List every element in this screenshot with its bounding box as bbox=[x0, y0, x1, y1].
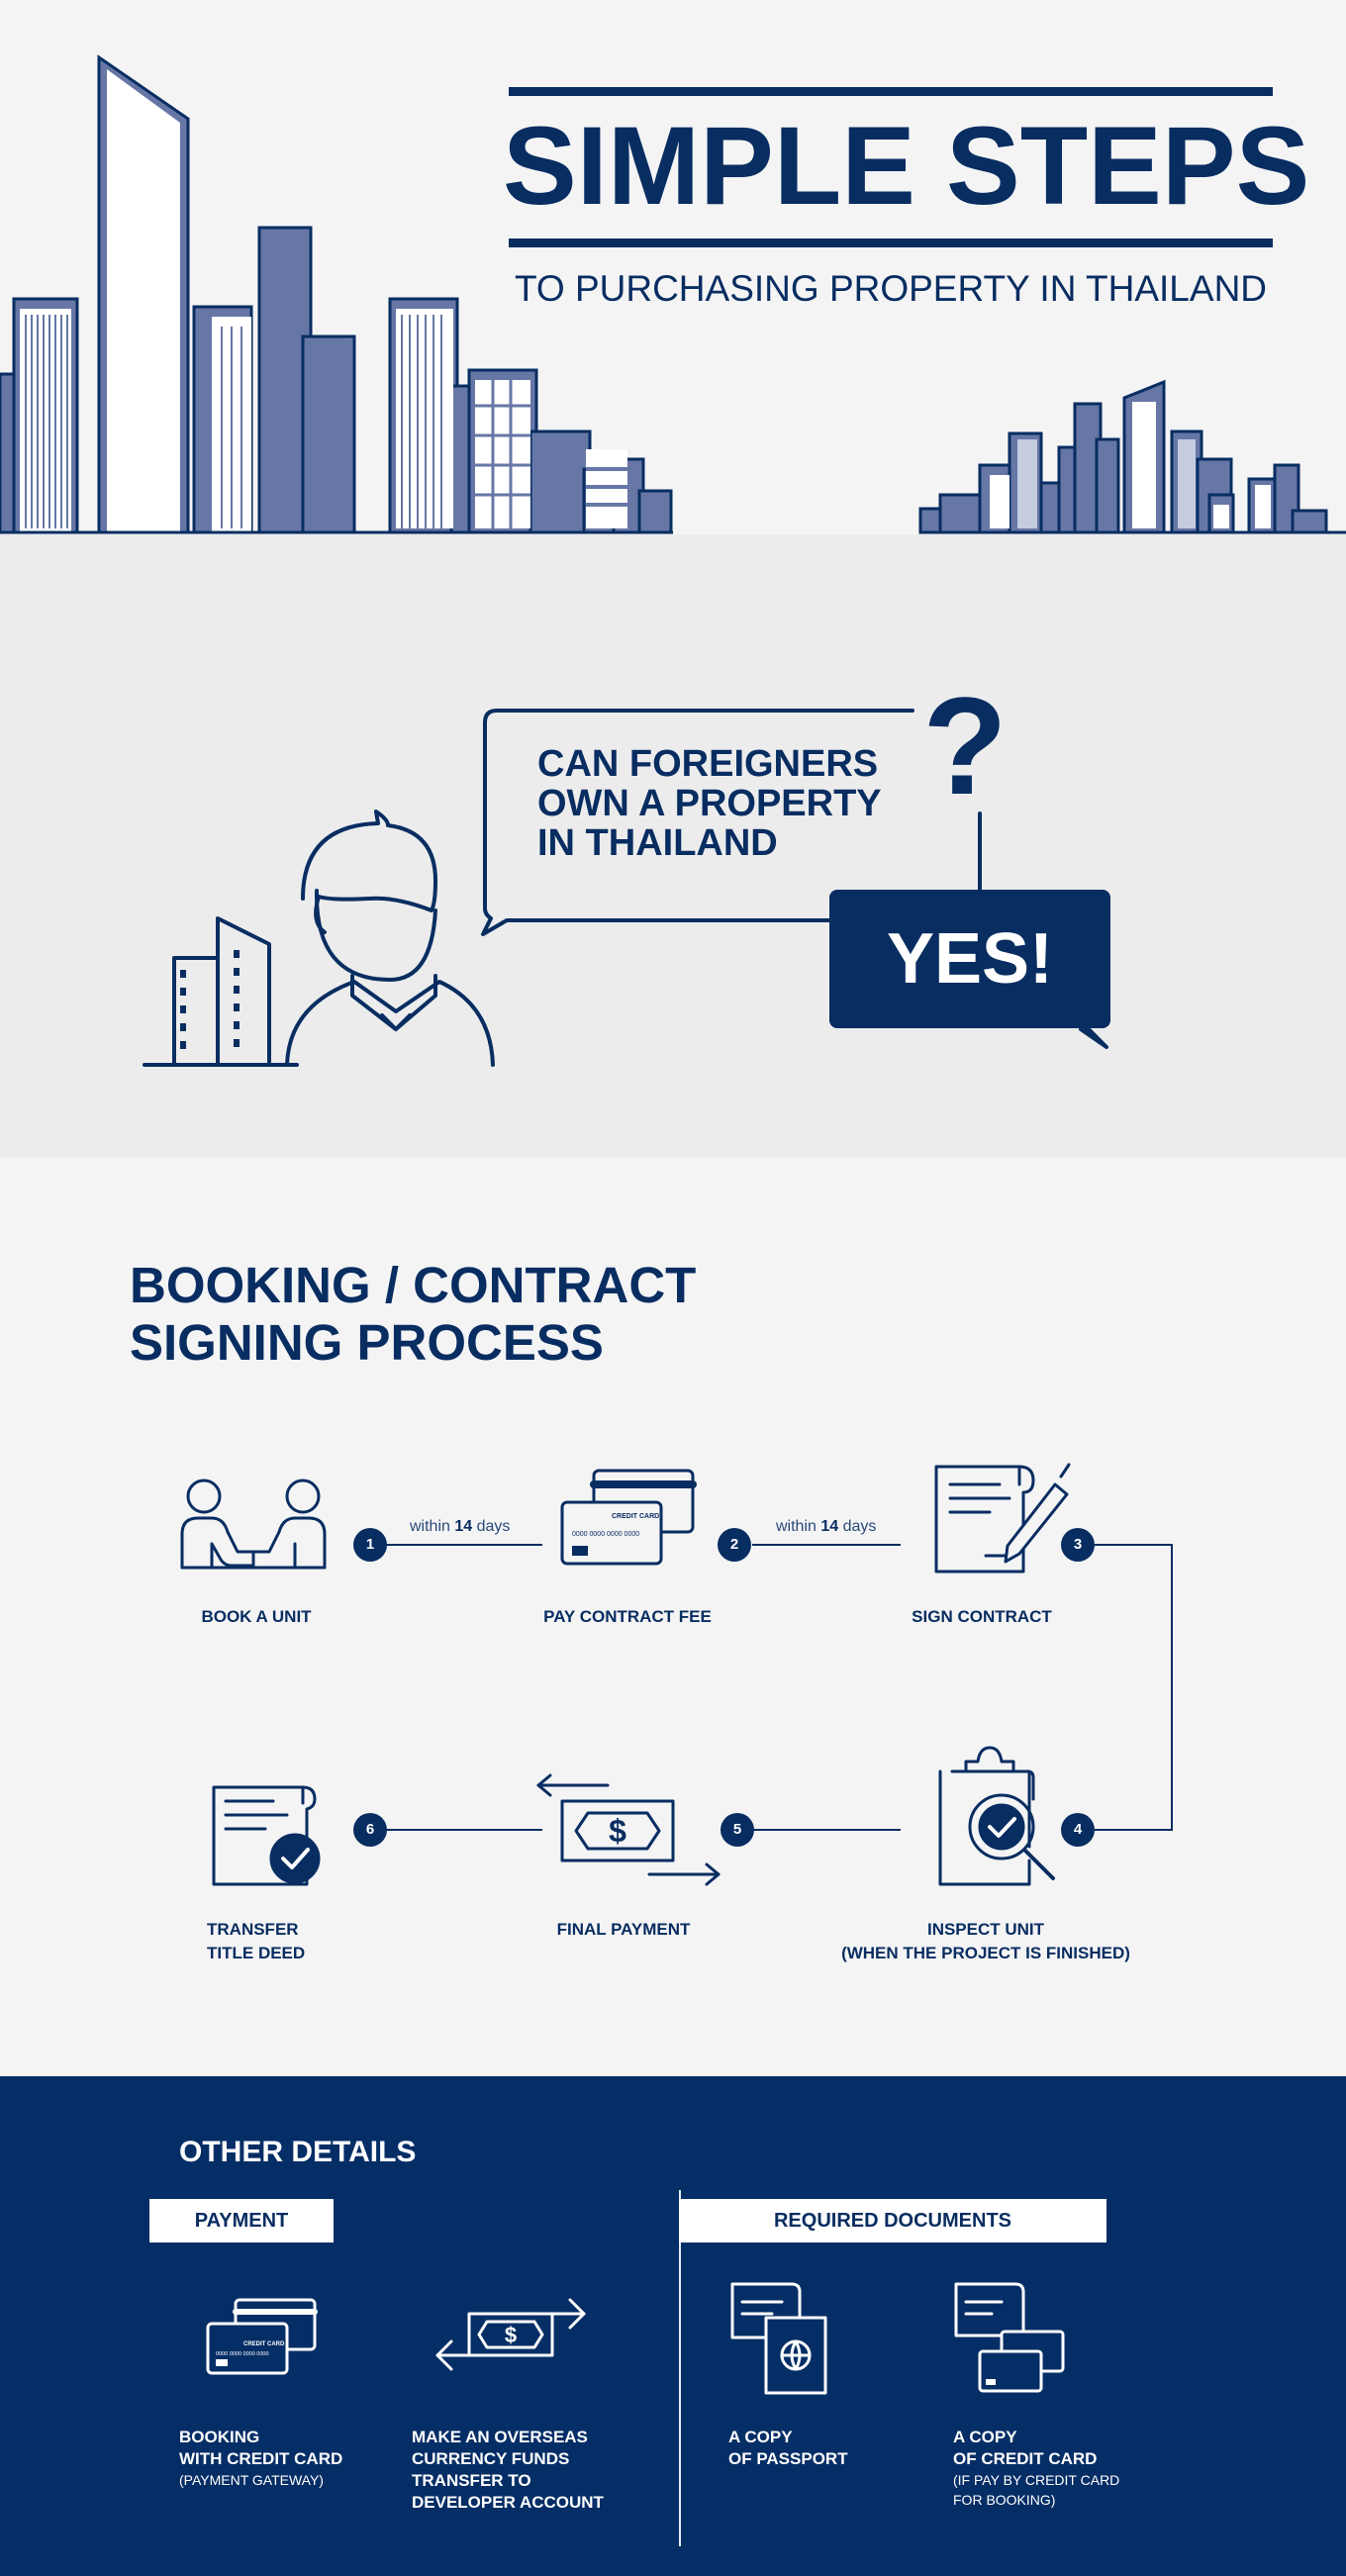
card-title: CREDIT CARD bbox=[612, 1513, 659, 1520]
credit-card-icon bbox=[560, 1469, 697, 1566]
question-illustration: ? bbox=[143, 668, 1108, 1067]
currency-symbol: $ bbox=[609, 1813, 626, 1849]
step-label: PAY CONTRACT FEE bbox=[543, 1607, 712, 1626]
step-label: INSPECT UNIT (WHEN THE PROJECT IS FINISH… bbox=[841, 1920, 1130, 1962]
interval-label: within 14 days bbox=[776, 1518, 877, 1535]
step-number: 2 bbox=[718, 1528, 751, 1562]
title-deed-check-icon bbox=[212, 1785, 321, 1886]
step-number: 6 bbox=[353, 1813, 387, 1847]
step-label: FINAL PAYMENT bbox=[556, 1920, 691, 1939]
step-number: 4 bbox=[1061, 1813, 1095, 1847]
question-line: IN THAILAND bbox=[537, 822, 778, 864]
step-label: TRANSFER TITLE DEED bbox=[207, 1920, 306, 1962]
currency-symbol: $ bbox=[505, 2323, 517, 2347]
question-mark-icon: ? bbox=[922, 668, 1008, 823]
card-number: 0000 0000 0000 0000 bbox=[216, 2351, 269, 2357]
money-transfer-icon bbox=[536, 1773, 721, 1886]
clipboard-inspect-icon bbox=[938, 1746, 1055, 1886]
required-documents-tab: REQUIRED DOCUMENTS bbox=[679, 2199, 1106, 2242]
process-title-line: BOOKING / CONTRACT bbox=[130, 1257, 697, 1313]
payment-item-label: MAKE AN OVERSEAS CURRENCY FUNDS TRANSFER… bbox=[412, 2428, 604, 2512]
process-flow-illustration: CREDIT CARD 0000 0000 0000 0000 $ bbox=[180, 1463, 1173, 1886]
interval-label: within 14 days bbox=[410, 1518, 511, 1535]
section-divider bbox=[679, 2190, 681, 2546]
title-rule-top bbox=[509, 87, 1273, 96]
city-skyline-illustration bbox=[0, 54, 1346, 534]
step-number: 1 bbox=[353, 1528, 387, 1562]
page-subtitle: TO PURCHASING PROPERTY IN THAILAND bbox=[514, 268, 1268, 309]
other-details-section: OTHER DETAILS PAYMENT REQUIRED DOCUMENTS bbox=[0, 2076, 1346, 2576]
money-transfer-icon bbox=[435, 2298, 586, 2371]
step-label: SIGN CONTRACT bbox=[912, 1607, 1052, 1626]
process-title-line: SIGNING PROCESS bbox=[130, 1314, 604, 1371]
question-line: CAN FOREIGNERS bbox=[537, 743, 879, 785]
details-title: OTHER DETAILS bbox=[179, 2136, 417, 2168]
handshake-meeting-icon bbox=[180, 1479, 327, 1570]
question-text: CAN FOREIGNERS OWN A PROPERTY IN THAILAN… bbox=[537, 744, 953, 863]
card-title: CREDIT CARD bbox=[243, 2341, 285, 2347]
speech-bubble-icon bbox=[481, 709, 914, 936]
passport-icon bbox=[730, 2282, 827, 2395]
page-title: SIMPLE STEPS bbox=[503, 104, 1310, 228]
title-rule-bottom bbox=[509, 239, 1273, 247]
payment-item-label: BOOKING WITH CREDIT CARD (PAYMENT GATEWA… bbox=[179, 2428, 343, 2488]
answer-box bbox=[829, 890, 1110, 1028]
card-number: 0000 0000 0000 0000 bbox=[572, 1531, 639, 1538]
step-number: 3 bbox=[1061, 1528, 1095, 1562]
process-section: BOOKING / CONTRACT SIGNING PROCESS bbox=[0, 1158, 1346, 2076]
process-title: BOOKING / CONTRACT SIGNING PROCESS bbox=[130, 1257, 921, 1372]
details-icons: CREDIT CARD 0000 0000 0000 0000 $ bbox=[206, 2282, 1065, 2395]
answer-text: YES! bbox=[886, 919, 1054, 999]
question-line: OWN A PROPERTY bbox=[537, 783, 882, 824]
step-label: BOOK A UNIT bbox=[201, 1607, 312, 1626]
hero-section: SIMPLE STEPS TO PURCHASING PROPERTY IN T… bbox=[0, 0, 1346, 534]
document-item-label: A COPY OF CREDIT CARD (IF PAY BY CREDIT … bbox=[953, 2428, 1120, 2508]
payment-tab: PAYMENT bbox=[149, 2199, 334, 2242]
contract-pen-icon bbox=[934, 1463, 1071, 1574]
credit-card-copy-icon bbox=[954, 2282, 1065, 2393]
document-item-label: A COPY OF PASSPORT bbox=[728, 2428, 848, 2468]
question-section: ? CAN FOREIGNERS OWN A PROPERTY IN THAIL… bbox=[0, 534, 1346, 1158]
step-number: 5 bbox=[721, 1813, 754, 1847]
credit-card-icon bbox=[206, 2298, 318, 2375]
